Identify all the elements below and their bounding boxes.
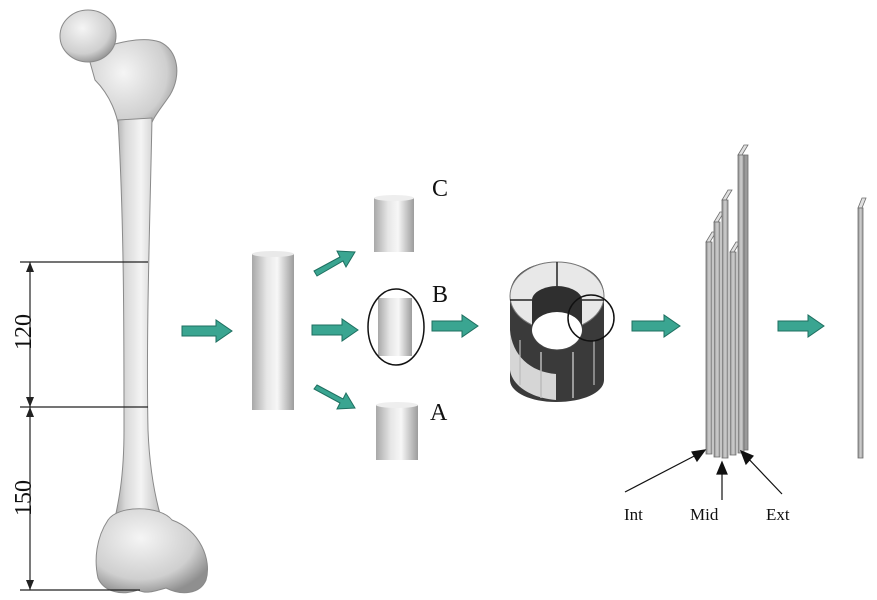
arrow-strips-to-single [777,314,825,338]
dimension-arrowheads [26,262,34,590]
section-label-c: C [432,176,449,202]
single-strip [857,197,867,459]
arrow-b-to-ring [431,314,479,338]
sectored-ring [509,261,615,402]
layer-label-ext: Ext [766,505,790,524]
ring-highlight-circle [567,294,615,342]
section-b [367,288,425,366]
femur-bone [59,9,208,594]
arrow-segment-to-a [313,384,356,410]
strip-stack [705,144,749,459]
arrow-segment-to-c [313,250,356,277]
arrow-femur-to-segment [181,319,233,343]
dimension-lines [20,261,148,591]
dimension-label-upper: 120 [11,314,37,350]
section-b-highlight-circle [367,288,425,366]
layer-label-int: Int [624,505,643,524]
section-label-b: B [432,282,449,308]
arrow-segment-to-b [311,318,359,342]
process-arrows [181,250,825,410]
section-label-a: A [430,400,448,426]
arrow-ring-to-strips [631,314,681,338]
layer-label-mid: Mid [690,505,719,524]
section-c [374,195,414,252]
section-a [376,402,418,460]
shaft-segment [252,251,294,410]
layer-pointers [624,449,783,500]
dimension-label-lower: 150 [11,480,37,516]
